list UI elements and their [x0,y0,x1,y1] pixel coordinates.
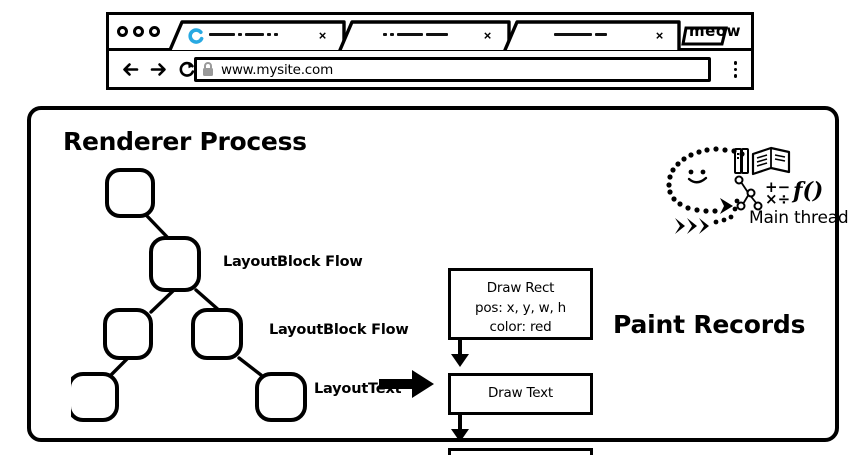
svg-text:×÷: ×÷ [765,190,790,208]
arrow-head-icon [720,198,733,214]
label-layoutblock-flow-2: LayoutBlock Flow [269,322,409,338]
tab-close-button-3[interactable]: × [655,28,664,43]
browser-menu-icon[interactable] [733,61,737,78]
paint-record-line: Draw Text [487,385,554,402]
back-button-icon[interactable] [121,60,140,79]
tab-shape-1 [168,20,346,51]
window-dot-close[interactable] [117,26,128,37]
node-text-1 [71,372,119,422]
lock-icon [201,62,215,77]
paint-record-line: pos: x, y, w, h [474,299,567,316]
reload-button-icon[interactable] [177,60,196,79]
paint-flow-arrow-icon [448,415,593,448]
layout-tree-graph [71,168,307,422]
tab-title-placeholder-2 [383,33,448,36]
url-text: www.mysite.com [221,61,334,78]
smiley-face-icon [687,169,708,184]
svg-text:+−: +− [765,178,790,196]
browser-tab-1[interactable]: × [167,19,347,51]
browser-brand-label: meow [689,22,741,40]
open-book-icon [751,146,791,176]
node-root [105,168,155,218]
paint-flow-arrow-icon [448,340,593,373]
node-block-2 [103,308,153,360]
main-thread-label: Main thread [749,208,849,228]
main-thread-doodle: +− ×÷ f() Main thread [661,146,865,246]
browser-tab-3[interactable]: × [502,19,682,51]
tab-title-placeholder-1 [209,33,278,36]
new-tab-icon [681,26,728,46]
tab-title-placeholder-3 [554,33,607,36]
tab-shape-2 [338,20,511,51]
tree-nodes [71,168,307,422]
dotted-trail [713,198,740,225]
chevrons-icon [675,218,709,234]
tab-shape-3 [503,20,681,51]
url-input[interactable]: www.mysite.com [194,57,711,82]
layout-tree: LayoutBlock Flow LayoutBlock Flow Layout… [71,162,409,422]
new-tab-button[interactable] [681,25,729,52]
tab-close-button-2[interactable]: × [483,28,492,43]
svg-text:f(): f() [791,178,823,204]
window-dot-minimize[interactable] [133,26,144,37]
paint-record-line: Draw Rect [486,280,555,296]
paint-records-list: Draw Rect pos: x, y, w, h color: red Dra… [448,268,593,455]
browser-address-bar: www.mysite.com [109,51,751,90]
renderer-process-panel: Renderer Process [27,106,849,455]
transform-arrow-icon [379,368,435,405]
dotted-outline [666,146,745,214]
tab-loading-spinner-icon [187,28,204,45]
node-text-2 [255,372,307,422]
books-icon [734,148,749,174]
function-icon: f() [791,178,823,204]
browser-window: × × [106,12,754,90]
browser-tab-2[interactable]: × [337,19,512,51]
paint-records-title: Paint Records [613,310,806,339]
math-symbols-icon: +− ×÷ [765,178,790,208]
node-block-3 [191,308,243,360]
paint-record-draw-rect-blue: Draw Rect pos: x, y, w, h color: blue [448,448,593,455]
panel-title: Renderer Process [63,127,307,156]
node-tree-icon [734,175,763,211]
forward-button-icon[interactable] [149,60,168,79]
paint-record-line: color: red [489,319,552,336]
node-block-1 [149,236,201,292]
paint-record-draw-text: Draw Text [448,373,593,415]
window-controls[interactable] [117,26,160,37]
browser-tab-strip: × × [109,15,751,51]
paint-record-draw-rect-red: Draw Rect pos: x, y, w, h color: red [448,268,593,340]
label-layoutblock-flow-1: LayoutBlock Flow [223,254,363,270]
main-thread-illustration: +− ×÷ f() [666,146,823,234]
tab-close-button-1[interactable]: × [318,28,327,43]
window-dot-maximize[interactable] [149,26,160,37]
